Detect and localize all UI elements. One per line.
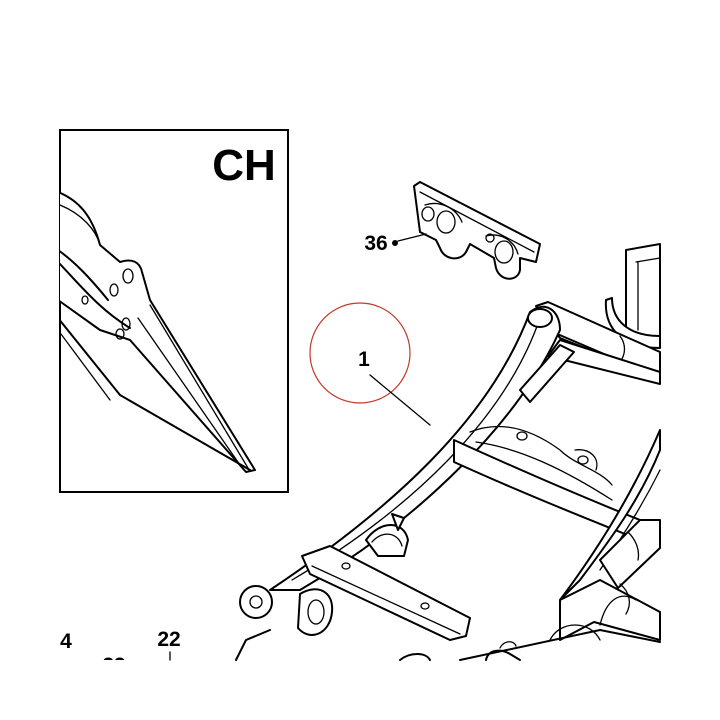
main-frame-assembly	[235, 243, 661, 661]
callout-edge-a: 4	[60, 630, 72, 653]
callout-edge-c: 22	[157, 628, 180, 651]
inset-frame-member	[60, 191, 256, 473]
bracket-part	[413, 181, 541, 280]
callout-main-frame: 1	[358, 348, 370, 371]
inset-label: CH	[212, 141, 276, 190]
callout-edge-b: 23	[102, 654, 125, 677]
highlight-circle	[309, 302, 411, 404]
leader-main-frame	[369, 374, 431, 426]
inset-detail: CH	[59, 129, 289, 493]
callout-bracket-dot	[392, 240, 398, 246]
leader-bracket	[397, 233, 427, 242]
callout-bracket: 36	[364, 232, 387, 255]
